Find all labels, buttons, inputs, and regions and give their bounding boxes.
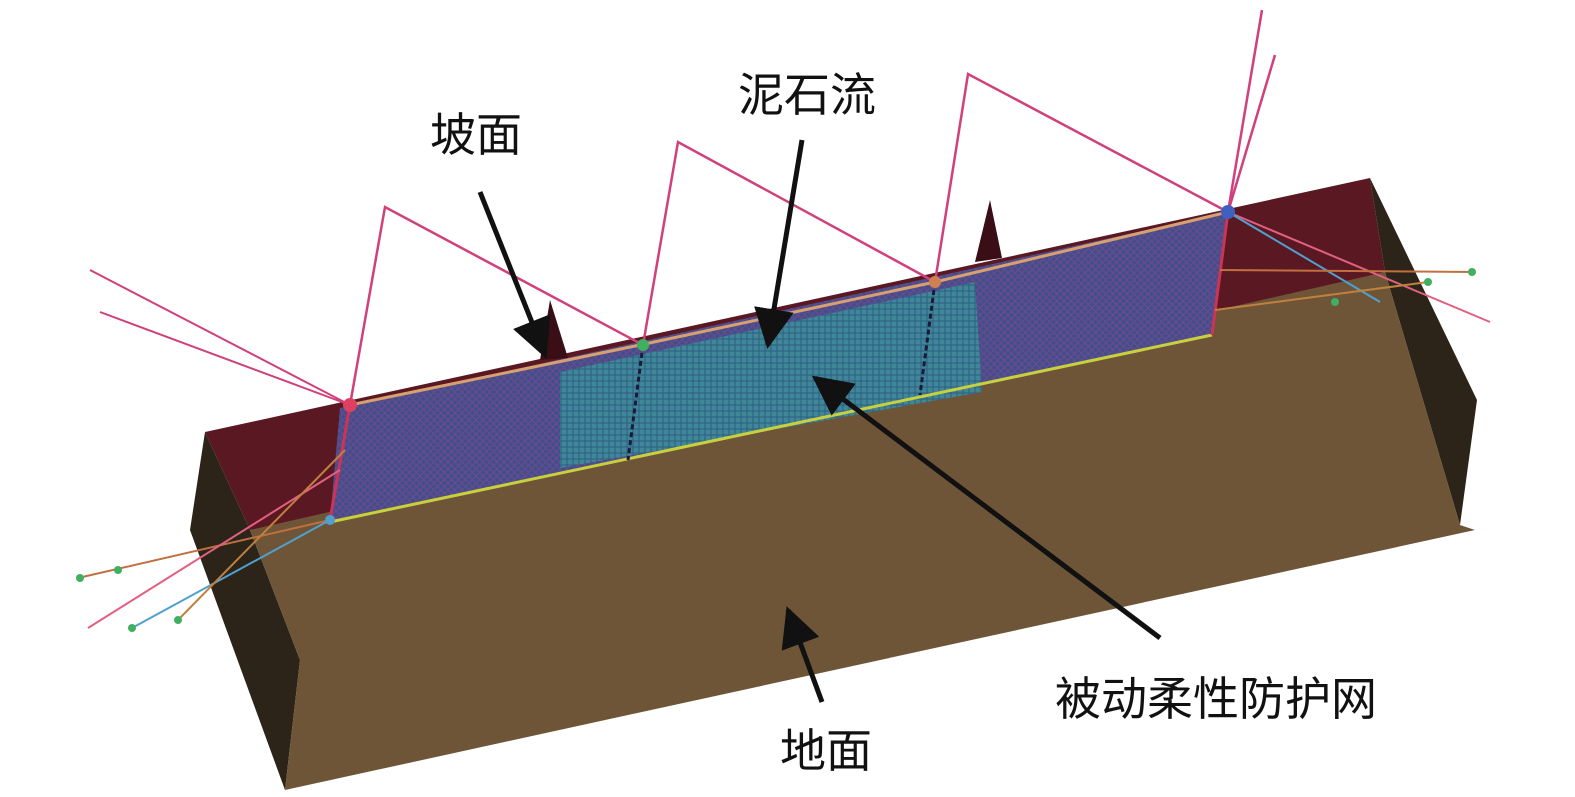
node-marker: [114, 566, 122, 574]
cable-left-1: [89, 269, 351, 406]
label-protective-net: 被动柔性防护网: [1055, 672, 1377, 726]
node-marker: [343, 398, 357, 412]
cable-left-4: [87, 469, 341, 629]
node-marker: [929, 276, 941, 288]
arrow-ground: [781, 606, 825, 703]
block-left-end: [190, 432, 300, 790]
node-marker: [1424, 278, 1432, 286]
block-right-end: [1370, 178, 1477, 525]
post-4: [1210, 211, 1230, 336]
node-marker: [1468, 268, 1476, 276]
upslope-cables: [348, 72, 1229, 406]
cable-right-2: [1227, 211, 1381, 303]
cable-left-6: [177, 449, 346, 621]
node-marker: [1331, 298, 1339, 306]
arrow-debris-flow: [754, 139, 805, 349]
label-ground: 地面: [780, 724, 872, 778]
node-marker: [1221, 205, 1235, 219]
post-2: [626, 344, 645, 461]
cable-top-right-2: [1226, 54, 1277, 213]
post-1: [328, 404, 352, 521]
node-marker: [128, 624, 136, 632]
node-marker: [637, 339, 649, 351]
post-3: [918, 281, 937, 396]
cable-right-3: [1219, 269, 1476, 273]
arrow-net: [811, 375, 1162, 640]
cable-left-2: [99, 311, 351, 406]
cable-right-1: [1227, 211, 1491, 323]
node-marker: [76, 574, 84, 582]
node-marker: [325, 515, 335, 525]
label-slope: 坡面: [430, 108, 522, 162]
arrow-slope: [477, 191, 551, 359]
cable-right-4: [1214, 281, 1429, 311]
net-bottom-edge: [329, 333, 1213, 524]
ground-block: [250, 272, 1475, 790]
cable-top-right-1: [1226, 9, 1264, 213]
cable-left-5: [131, 519, 331, 629]
label-debris-flow: 泥石流: [738, 68, 876, 122]
debris-flow-mass: [560, 282, 982, 468]
node-marker: [174, 616, 182, 624]
slope-spike: [975, 200, 1002, 262]
